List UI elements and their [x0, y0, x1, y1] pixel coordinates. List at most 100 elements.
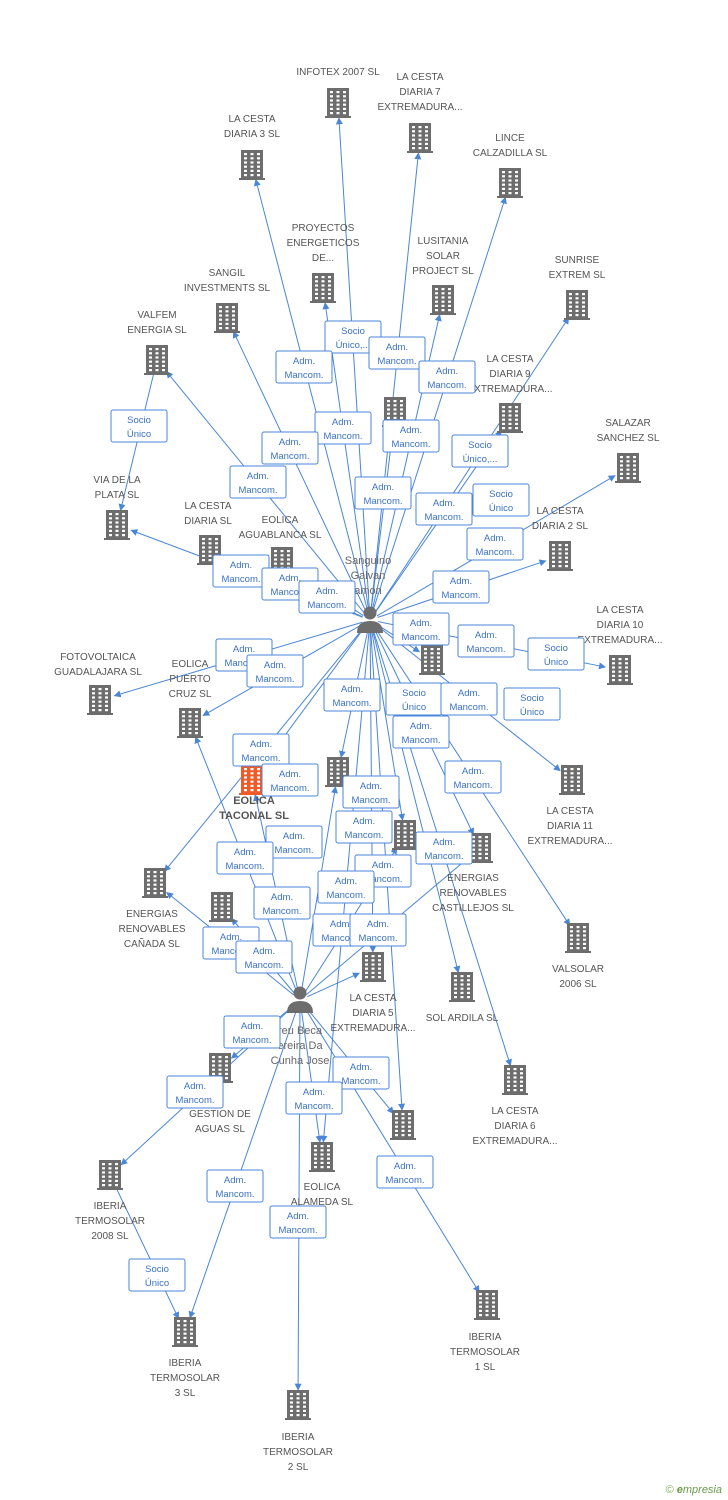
company-label: IBERIA	[469, 1332, 502, 1343]
company-node-c37[interactable]	[392, 820, 418, 850]
relation-badge[interactable]: Adm.Mancom.	[415, 831, 473, 865]
company-node-c30[interactable]	[390, 1110, 416, 1140]
relation-badge[interactable]: Adm.Mancom.	[376, 1155, 434, 1189]
building-icon	[474, 1290, 500, 1320]
relation-badge[interactable]: Adm.Mancom.	[261, 763, 319, 797]
relation-badge[interactable]: Adm.Mancom.	[298, 580, 356, 614]
relation-badge[interactable]: Adm.Mancom.	[166, 1075, 224, 1109]
company-label: INFOTEX 2007 SL	[296, 67, 380, 78]
company-node-c25[interactable]: SOL ARDILA SL	[426, 972, 499, 1024]
company-label: SALAZAR	[605, 418, 651, 429]
relation-badge[interactable]: Adm.Mancom.	[342, 775, 400, 809]
relation-badge[interactable]: Adm.Mancom.	[253, 886, 311, 920]
building-icon	[87, 685, 113, 715]
company-node-c5[interactable]: PROYECTOSENERGETICOSDE...	[287, 223, 360, 303]
company-label: INVESTMENTS SL	[184, 283, 271, 294]
relation-badge[interactable]: Adm.Mancom.	[354, 476, 412, 510]
relation-badge[interactable]: Adm.Mancom.	[332, 1056, 390, 1090]
relation-badge[interactable]: Adm.Mancom.	[216, 841, 274, 875]
relation-badge[interactable]: Adm.Mancom.	[392, 612, 450, 646]
relation-badge[interactable]: Adm.Mancom.	[323, 678, 381, 712]
relation-badge[interactable]: Adm.Mancom.	[382, 419, 440, 453]
badge-line-1: Adm.	[341, 684, 363, 695]
relation-badge[interactable]: Adm.Mancom.	[432, 570, 490, 604]
relation-badge[interactable]: SocioÚnico,...	[451, 434, 509, 468]
relation-badge[interactable]: Adm.Mancom.	[206, 1169, 264, 1203]
relation-badge[interactable]: Adm.Mancom.	[269, 1205, 327, 1239]
company-node-c1[interactable]: INFOTEX 2007 SL	[296, 67, 380, 118]
relation-badge[interactable]: Adm.Mancom.	[229, 465, 287, 499]
relation-badge[interactable]: Adm.Mancom.	[349, 913, 407, 947]
badge-line-1: Socio	[544, 643, 568, 654]
relation-badge[interactable]: Adm.Mancom.	[440, 682, 498, 716]
relation-badge[interactable]: Adm.Mancom.	[466, 527, 524, 561]
empresia-brand[interactable]: ©empresia	[666, 1484, 722, 1496]
relation-badge[interactable]: SocioÚnico,...	[324, 320, 382, 354]
relation-badge[interactable]: Adm.Mancom.	[285, 1081, 343, 1115]
badge-line-1: Adm.	[353, 816, 375, 827]
badge-line-2: Mancom.	[270, 783, 309, 794]
company-node-c35[interactable]	[419, 645, 445, 675]
relation-badge[interactable]: Adm.Mancom.	[261, 431, 319, 465]
relation-badge[interactable]: Adm.Mancom.	[232, 733, 290, 767]
relation-badge[interactable]: Adm.Mancom.	[235, 940, 293, 974]
relation-badge[interactable]: Adm.Mancom.	[223, 1015, 281, 1049]
badge-line-2: Mancom.	[427, 380, 466, 391]
relation-badge[interactable]: Adm.Mancom.	[317, 870, 375, 904]
building-icon	[310, 273, 336, 303]
relation-badge[interactable]: Adm.Mancom.	[275, 350, 333, 384]
relation-badge[interactable]: Adm.Mancom.	[392, 715, 450, 749]
badge-line-1: Adm.	[372, 860, 394, 871]
badge-line-1: Adm.	[475, 630, 497, 641]
relation-badge[interactable]: Adm.Mancom.	[418, 360, 476, 394]
relation-badge[interactable]: Adm.Mancom.	[444, 760, 502, 794]
relation-badge[interactable]: Adm.Mancom.	[368, 336, 426, 370]
relation-badge[interactable]: Adm.Mancom.	[415, 492, 473, 526]
relation-badge[interactable]: Adm.Mancom.	[265, 825, 323, 859]
building-icon	[144, 345, 170, 375]
relation-badge[interactable]: Adm.Mancom.	[246, 654, 304, 688]
badge-line-2: Mancom.	[466, 644, 505, 655]
company-node-c38[interactable]	[209, 892, 235, 922]
relation-badge[interactable]: Adm.Mancom.	[314, 411, 372, 445]
relation-badge[interactable]: Adm.Mancom.	[335, 810, 393, 844]
relation-badge[interactable]: Adm.Mancom.	[212, 554, 270, 588]
relation-badge[interactable]: Adm. Mancom.	[457, 624, 515, 658]
